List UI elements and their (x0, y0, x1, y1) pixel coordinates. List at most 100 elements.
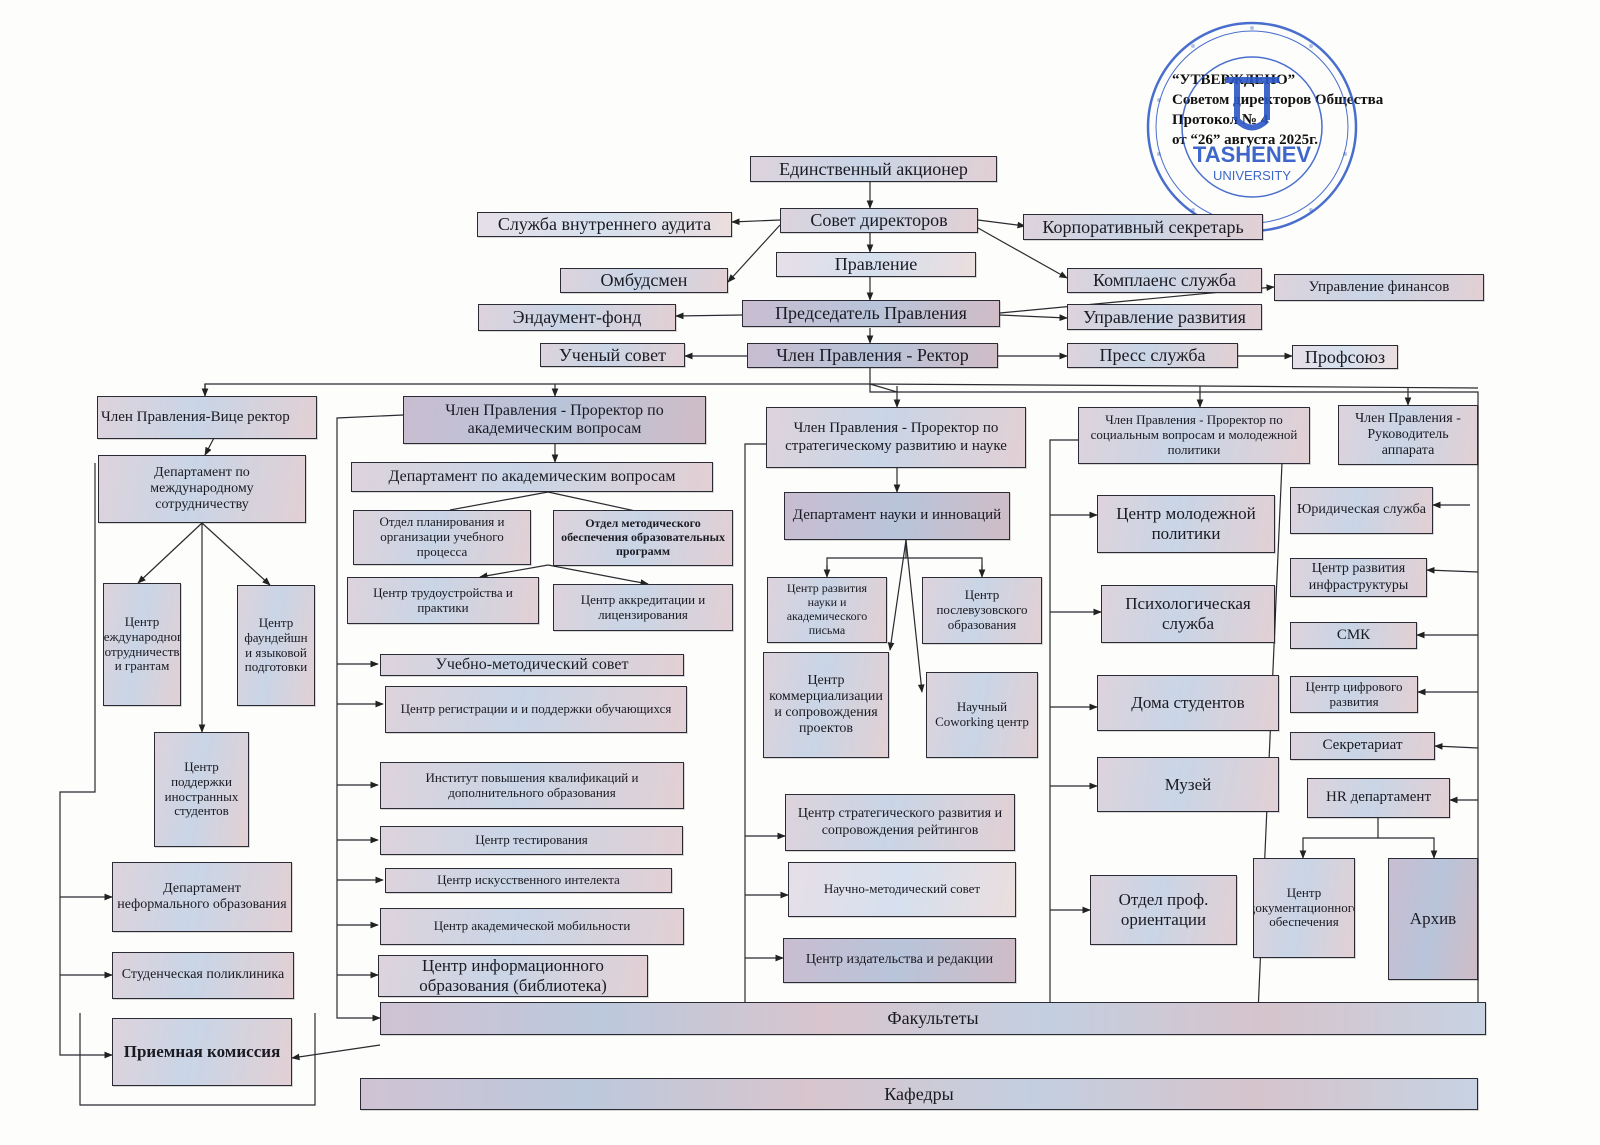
label: Член Правления - Проректор по академичес… (445, 401, 664, 437)
box-foreign-students-center[interactable]: Центр поддержки иностранных студентов (154, 732, 249, 847)
box-shareholder[interactable]: Единственный акционер (750, 156, 997, 182)
label: Член Правления - Руководитель аппарата (1355, 410, 1461, 459)
label: Член Правления-Вице ректор (101, 408, 290, 425)
box-science-innovation-dept[interactable]: Департамент науки и инноваций (784, 492, 1010, 540)
label: Центр регистрации и и поддержки обучающи… (400, 701, 672, 717)
box-employment-center[interactable]: Центр трудоустройства и практики (347, 577, 539, 624)
label: Центр международного сотрудничества и гр… (103, 613, 181, 674)
box-archive[interactable]: Архив (1388, 858, 1478, 980)
label: Эндаумент-фонд (512, 307, 642, 328)
box-ai-center[interactable]: Центр искусственного интелекта (385, 868, 672, 893)
box-academic-council[interactable]: Ученый совет (540, 343, 685, 367)
box-postgraduate-center[interactable]: Центр послевузовского образования (922, 577, 1042, 644)
box-compliance[interactable]: Комплаенс служба (1067, 268, 1262, 293)
label: Институт повышения квалификаций и дополн… (425, 769, 639, 800)
seal-sub: UNIVERSITY (1213, 168, 1291, 183)
label: Научный Coworking центр (935, 699, 1029, 729)
box-planning-dept[interactable]: Отдел планирования и организации учебног… (353, 510, 531, 565)
seal-brand: TASHENEV (1193, 142, 1311, 167)
label: Правление (834, 254, 918, 275)
box-internal-audit[interactable]: Служба внутреннего аудита (477, 212, 732, 237)
box-commercialization-center[interactable]: Центр коммерциализации и сопровождения п… (763, 652, 889, 758)
label: Председатель Правления (775, 303, 967, 324)
box-registration-center[interactable]: Центр регистрации и и поддержки обучающи… (385, 686, 687, 733)
label: Центр послевузовского образования (936, 587, 1028, 632)
box-endowment-fund[interactable]: Эндаумент-фонд (478, 304, 676, 331)
label: Департамент по академическим вопросам (388, 467, 676, 485)
box-corporate-secretary[interactable]: Корпоративный секретарь (1023, 214, 1263, 240)
box-rector[interactable]: Член Правления - Ректор (747, 343, 998, 368)
box-management-board[interactable]: Правление (776, 252, 976, 277)
box-museum[interactable]: Музей (1097, 757, 1279, 812)
label: Центр трудоустройства и практики (373, 584, 513, 615)
box-accreditation-center[interactable]: Центр аккредитации и лицензирования (553, 584, 733, 631)
box-smk[interactable]: СМК (1290, 622, 1417, 649)
box-academic-mobility-center[interactable]: Центр академической мобильности (380, 908, 684, 945)
box-youth-policy-center[interactable]: Центр молодежной политики (1097, 495, 1275, 553)
box-coworking-center[interactable]: Научный Coworking центр (926, 672, 1038, 758)
label: Департамент по международному сотрудниче… (150, 464, 254, 513)
label: Центр издательства и редакции (805, 952, 994, 968)
box-finance-management[interactable]: Управление финансов (1274, 274, 1484, 301)
box-legal-service[interactable]: Юридическая служба (1290, 487, 1433, 534)
label: Член Правления - Проректор по стратегиче… (785, 420, 1007, 454)
label: Научно-методический совет (823, 881, 981, 897)
box-admission-committee[interactable]: Приемная комиссия (112, 1018, 292, 1086)
box-publishing-center[interactable]: Центр издательства и редакции (783, 938, 1016, 983)
label: Омбудсмен (600, 270, 688, 291)
box-intl-cooperation-dept[interactable]: Департамент по международному сотрудниче… (98, 455, 306, 523)
box-trade-union[interactable]: Профсоюз (1292, 345, 1398, 369)
box-chief-of-staff[interactable]: Член Правления - Руководитель аппарата (1338, 405, 1478, 465)
box-library-center[interactable]: Центр информационного образования (библи… (378, 955, 648, 997)
label: Центр документационного обеспечения (1253, 884, 1355, 930)
box-vice-rector[interactable]: Член Правления-Вице ректор (97, 396, 317, 439)
box-strategic-ratings-center[interactable]: Центр стратегического развития и сопрово… (785, 794, 1015, 851)
box-nonformal-education-dept[interactable]: Департамент неформального образования (112, 862, 292, 932)
box-student-dorms[interactable]: Дома студентов (1097, 675, 1279, 731)
box-digital-center[interactable]: Центр цифрового развития (1290, 676, 1418, 713)
box-ombudsman[interactable]: Омбудсмен (560, 268, 728, 293)
box-ed-methodical-council[interactable]: Учебно-методический совет (380, 654, 684, 676)
box-sci-methodical-council[interactable]: Научно-методический совет (788, 862, 1016, 917)
label: Учебно-методический совет (435, 655, 629, 673)
label: Департамент неформального образования (117, 880, 287, 912)
box-infrastructure-center[interactable]: Центр развития инфраструктуры (1290, 558, 1427, 597)
label: Отдел проф. ориентации (1118, 890, 1209, 929)
label: Управление развития (1083, 306, 1246, 327)
box-board-of-directors[interactable]: Совет директоров (780, 208, 978, 233)
label: Центр поддержки иностранных студентов (164, 758, 239, 819)
label: Центр молодежной политики (1116, 504, 1256, 543)
label: Музей (1164, 774, 1212, 794)
box-departments[interactable]: Кафедры (360, 1078, 1478, 1110)
box-press-service[interactable]: Пресс служба (1067, 343, 1238, 368)
box-psych-service[interactable]: Психологическая служба (1101, 585, 1275, 643)
label: Центр цифрового развития (1305, 678, 1403, 709)
box-hr-department[interactable]: HR департамент (1307, 778, 1450, 818)
box-academic-writing-center[interactable]: Центр развития науки и академического пи… (767, 577, 887, 643)
box-faculties[interactable]: Факультеты (380, 1002, 1486, 1035)
label: Центр аккредитации и лицензирования (580, 591, 706, 622)
label: Психологическая служба (1125, 594, 1251, 633)
box-foundation-center[interactable]: Центр фаундейшн и языковой подготовки (237, 585, 315, 706)
box-strategic-vice-rector[interactable]: Член Правления - Проректор по стратегиче… (766, 407, 1026, 468)
box-social-vice-rector[interactable]: Член Правления - Проректор по социальным… (1078, 407, 1310, 464)
box-career-guidance[interactable]: Отдел проф. ориентации (1090, 875, 1237, 945)
box-academic-dept[interactable]: Департамент по академическим вопросам (351, 462, 713, 492)
box-development-management[interactable]: Управление развития (1067, 304, 1262, 330)
box-qualification-institute[interactable]: Институт повышения квалификаций и дополн… (380, 762, 684, 809)
box-intl-grants-center[interactable]: Центр международного сотрудничества и гр… (103, 583, 181, 706)
box-student-clinic[interactable]: Студенческая поликлиника (112, 952, 294, 999)
label: Центр фаундейшн и языковой подготовки (244, 614, 308, 675)
box-methodical-support-dept[interactable]: Отдел методического обеспечения образова… (553, 510, 733, 566)
label: Центр развития инфраструктуры (1308, 561, 1409, 593)
box-secretariat[interactable]: Секретариат (1290, 732, 1435, 760)
label: Совет директоров (810, 210, 948, 231)
label: Комплаенс служба (1093, 270, 1236, 291)
box-documentation-center[interactable]: Центр документационного обеспечения (1253, 858, 1355, 958)
box-chairman[interactable]: Председатель Правления (742, 300, 1000, 327)
approval-line-2: Советом директоров Общества (1172, 92, 1384, 108)
box-testing-center[interactable]: Центр тестирования (380, 826, 683, 855)
label: HR департамент (1326, 789, 1431, 806)
university-seal: TASHENEV UNIVERSITY (1146, 21, 1358, 233)
box-academic-vice-rector[interactable]: Член Правления - Проректор по академичес… (403, 396, 706, 444)
